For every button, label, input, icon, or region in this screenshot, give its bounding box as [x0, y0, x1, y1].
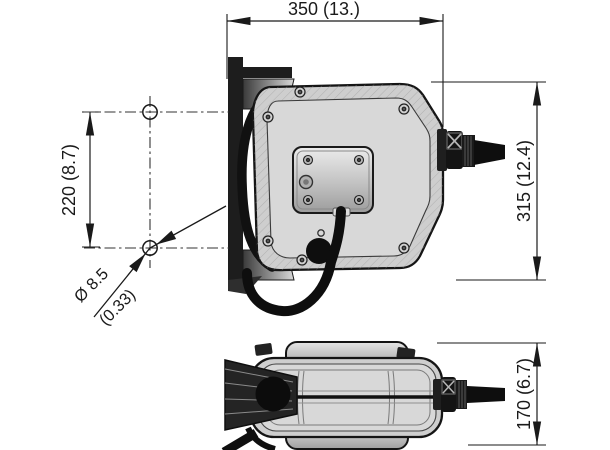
drum-hub: [292, 146, 374, 217]
pivot-dot: [317, 229, 325, 237]
cable-outlet-roller: [255, 376, 291, 412]
hub-hole-center: [303, 179, 309, 185]
dim-right-height: 315 (12.4): [431, 81, 546, 281]
latch-tab-right: [396, 347, 416, 360]
mounting-hole-bottom: [142, 240, 158, 256]
dimensions: 350 (13.) 315 (12.4) 220 (8.7) 170 (6.7): [59, 0, 546, 446]
dim-top-width: 350 (13.): [226, 0, 444, 127]
side-view: [228, 57, 505, 317]
dim-bottom-height: 170 (6.7): [437, 342, 546, 446]
supply-cable-side: [474, 140, 505, 165]
dim-label-top-width: 350 (13.): [288, 0, 360, 19]
hanging-cable-loop: [242, 206, 346, 317]
dim-label-bottom-height: 170 (6.7): [514, 358, 534, 430]
bottom-view: [221, 341, 505, 450]
cable-stub-bottom-left: [221, 429, 259, 450]
dim-hole-spacing: 220 (8.7): [59, 111, 100, 248]
cable-stop-ball: [306, 238, 332, 264]
dim-label-hole-spacing: 220 (8.7): [59, 144, 79, 216]
hole-diameter-leader: Ø 8.5 (0.33): [71, 205, 227, 329]
cable-gland-side: [437, 129, 475, 171]
leader-arrow-icon: [156, 230, 177, 245]
bracket-cap: [243, 67, 292, 78]
cable-gland-bottom: [433, 377, 467, 412]
mounting-hole-centerlines: [84, 96, 229, 268]
bracket-bar: [228, 57, 243, 280]
latch-tab-left: [254, 343, 273, 356]
leader-arrow-icon: [129, 253, 146, 273]
cable-shadow-arc: [245, 426, 276, 450]
hole-diameter-label: Ø 8.5: [71, 265, 112, 306]
supply-cable-bottom: [467, 386, 505, 403]
leader-line: [93, 205, 227, 318]
mounting-hole-top: [142, 104, 158, 120]
dim-label-right-height: 315 (12.4): [514, 140, 534, 222]
housing-screws: [262, 86, 410, 266]
